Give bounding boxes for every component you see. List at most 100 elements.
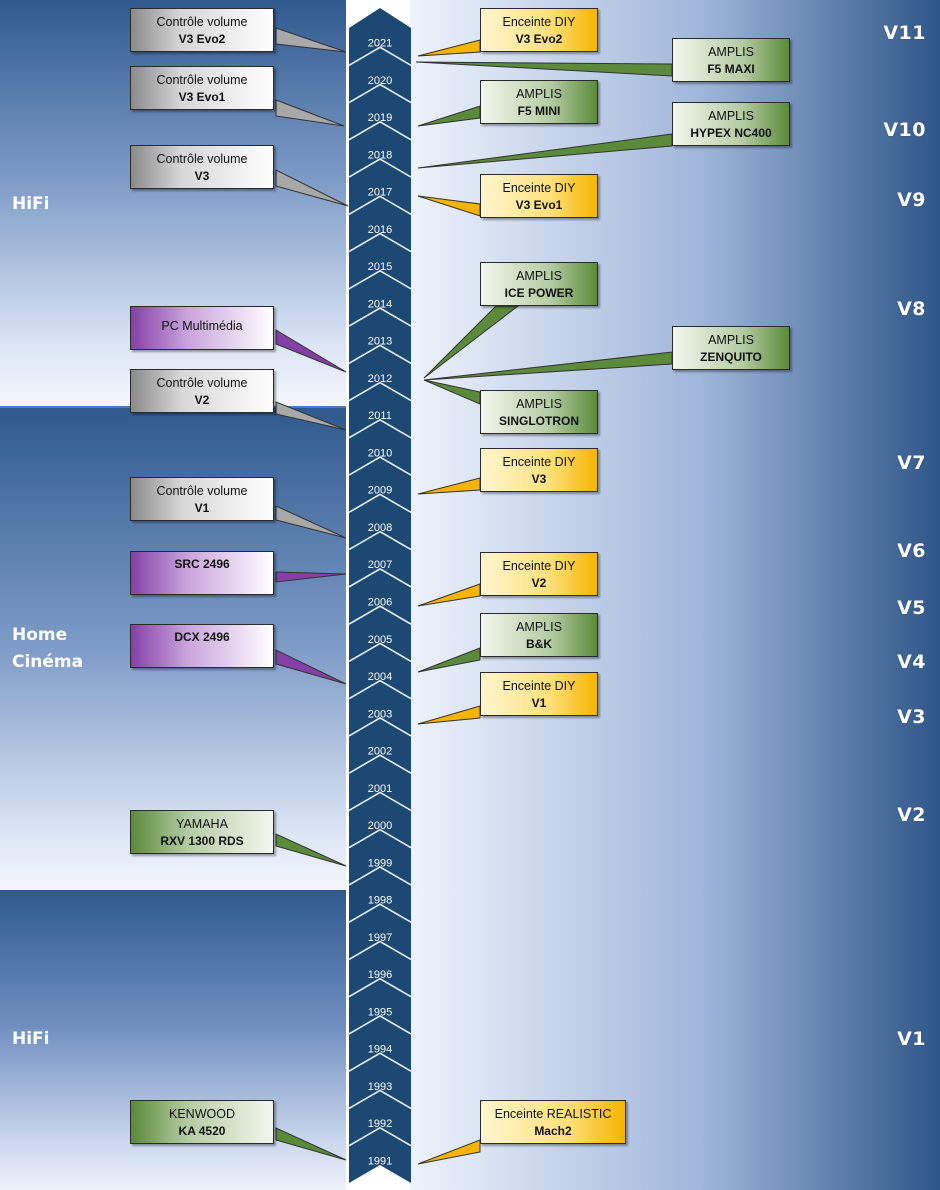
timeline-chevron [348, 903, 412, 923]
year-label: 2016 [368, 224, 392, 236]
timeline-chevron [348, 46, 412, 66]
tail-right-7 [423, 379, 481, 405]
timeline-chevron [348, 307, 412, 327]
tail-left-5 [275, 505, 347, 539]
tail-right-0 [417, 39, 481, 57]
year-label: 1997 [368, 932, 392, 944]
tail-right-5 [423, 305, 520, 379]
timeline-chevron [348, 679, 412, 700]
version-label-v5: V5 [897, 597, 926, 619]
year-label: 1998 [368, 895, 392, 907]
tail-right-10 [417, 647, 481, 673]
tail-right-3 [417, 133, 673, 169]
year-label: 1999 [368, 857, 392, 869]
tail-right-1 [415, 61, 673, 77]
year-label: 2019 [368, 112, 392, 124]
version-label-v11: V11 [883, 22, 926, 44]
timeline-chevron [348, 530, 412, 551]
version-label-v9: V9 [897, 189, 926, 211]
year-label: 2009 [368, 485, 392, 497]
tail-left-9 [275, 1127, 347, 1161]
year-label: 2017 [368, 187, 392, 199]
timeline-chevron [348, 195, 412, 215]
year-label: 1991 [368, 1155, 392, 1167]
tail-left-8 [275, 833, 347, 867]
callout-tails [275, 27, 673, 1165]
tail-left-4 [275, 401, 347, 431]
timeline-chevron [348, 269, 412, 290]
timeline-body [349, 8, 411, 1183]
tail-right-9 [417, 583, 481, 607]
year-label: 2008 [368, 522, 392, 534]
year-label: 2005 [368, 634, 392, 646]
year-label: 2020 [368, 75, 392, 87]
version-band-v2 [410, 738, 940, 890]
timeline-chevron [348, 1089, 412, 1110]
version-label-v4: V4 [897, 651, 926, 673]
year-label: 2001 [368, 783, 392, 795]
timeline-chevron [348, 493, 412, 514]
timeline-chevron [348, 344, 412, 365]
timeline-chevron [348, 716, 412, 737]
timeline-chevron [348, 456, 412, 476]
timeline-chevron [348, 381, 412, 402]
year-label: 2003 [368, 708, 392, 720]
year-label: 2004 [368, 671, 392, 683]
year-label: 2015 [368, 261, 392, 273]
timeline-chevron [348, 866, 412, 886]
tail-left-0 [275, 27, 347, 53]
tail-right-11 [417, 705, 481, 725]
version-label-v2: V2 [897, 804, 926, 826]
timeline-chevron [348, 1052, 412, 1072]
year-label: 1992 [368, 1118, 392, 1130]
timeline-chevron [348, 567, 412, 588]
year-label: 2000 [368, 820, 392, 832]
year-label: 2010 [368, 447, 392, 459]
timeline-chevron [348, 642, 412, 663]
timeline-chevron [348, 83, 412, 104]
tail-right-2 [417, 105, 481, 127]
version-label-v7: V7 [897, 452, 926, 474]
tail-left-6 [275, 571, 347, 583]
timeline-chevron [348, 754, 412, 774]
era-label-home-cinema: Home Cinéma [12, 625, 84, 672]
timeline-spine: 2021202020192018201720162015201420132012… [348, 8, 412, 1183]
version-label-v10: V10 [883, 119, 926, 141]
timeline-chevron [348, 940, 412, 961]
callout-left-pc-multimedia: PC Multimédia [130, 306, 274, 350]
tail-left-2 [275, 169, 349, 207]
version-label-v6: V6 [897, 540, 926, 562]
year-label: 2018 [368, 149, 392, 161]
callout-left-dcx-2496: DCX 2496 [130, 624, 274, 668]
year-label: 1996 [368, 969, 392, 981]
timeline-chevron [348, 791, 412, 812]
timeline-chevron [348, 1126, 412, 1147]
year-label: 1994 [368, 1044, 392, 1056]
version-label-v1: V1 [897, 1028, 926, 1050]
year-label: 2011 [368, 410, 392, 422]
year-label: 2002 [368, 746, 392, 758]
year-label: 1993 [368, 1081, 392, 1093]
timeline-chevron [348, 977, 412, 998]
year-label: 2007 [368, 559, 392, 571]
timeline-chevron [348, 158, 412, 178]
tail-right-8 [417, 477, 481, 495]
timeline-chevron [348, 120, 412, 141]
tail-right-6 [423, 351, 673, 381]
